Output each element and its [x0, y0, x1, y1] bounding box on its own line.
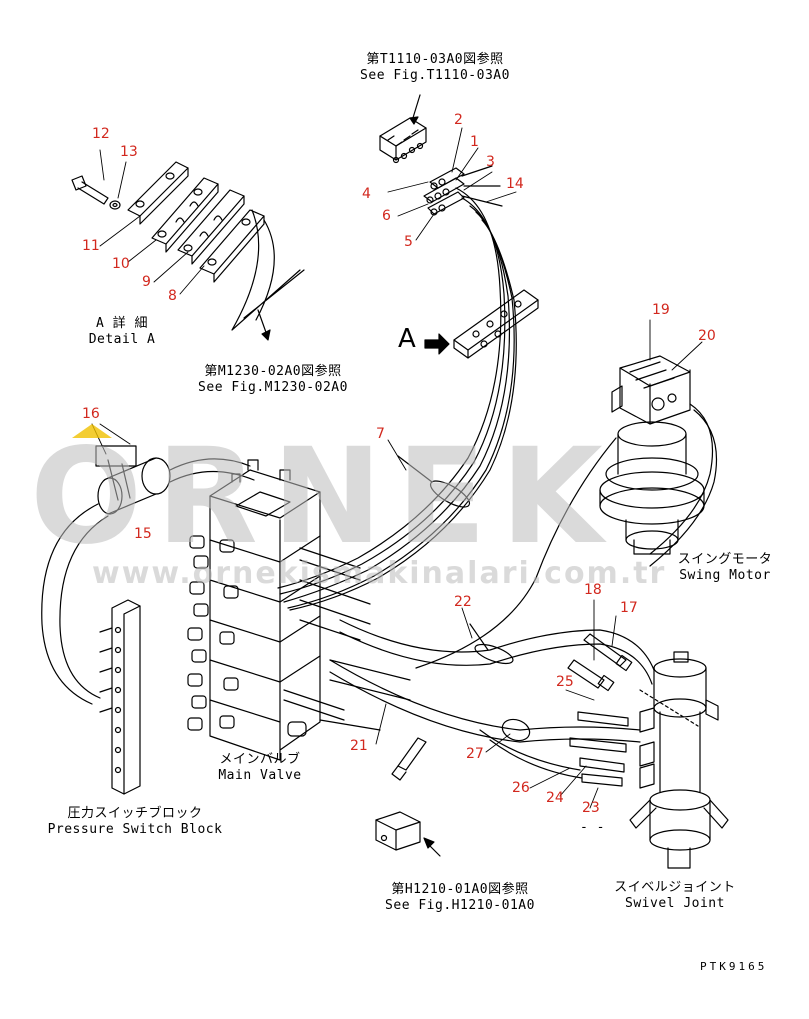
callout-10: 10	[112, 256, 130, 272]
ref-m1230-en: See Fig.M1230-02A0	[198, 380, 348, 395]
detail-a-parts	[71, 161, 305, 341]
callout-26: 26	[512, 780, 530, 796]
callout-16: 16	[82, 406, 100, 422]
callout-23: 23	[582, 800, 600, 816]
callout-11: 11	[82, 238, 100, 254]
watermark-accent-icon	[72, 424, 112, 438]
callout-27: 27	[466, 746, 484, 762]
main-valve-en: Main Valve	[218, 768, 302, 783]
main-valve	[187, 459, 411, 761]
callout-19: 19	[652, 302, 670, 318]
callout-13: 13	[120, 144, 138, 160]
drawing-code: PTK9165	[700, 960, 768, 973]
swivel-fittings	[567, 633, 633, 787]
swing-motor	[415, 355, 717, 669]
swivel-joint	[629, 651, 729, 869]
callout-8: 8	[168, 288, 177, 304]
ref-t1110-jp: 第T1110-03A0図参照	[366, 52, 504, 67]
pressure-switch-block	[99, 599, 141, 795]
swivel-joint-en: Swivel Joint	[625, 896, 725, 911]
view-arrow-a	[424, 333, 450, 355]
callout-21: 21	[350, 738, 368, 754]
swing-motor-en: Swing Motor	[679, 568, 771, 583]
main-valve-jp: メインバルブ	[219, 752, 301, 767]
callout-12: 12	[92, 126, 110, 142]
callout-24: 24	[546, 790, 564, 806]
callout-17: 17	[620, 600, 638, 616]
pressure-switch-block-jp: 圧力スイッチブロック	[67, 806, 203, 821]
pressure-switch-block-en: Pressure Switch Block	[47, 822, 223, 837]
view-marker-a: A	[398, 324, 416, 354]
swivel-joint-jp: スイベルジョイント	[614, 880, 736, 895]
hose-bundle-to-valve	[277, 187, 517, 611]
leader-lines	[91, 127, 703, 809]
bracket-h1210	[375, 737, 441, 857]
callout-20: 20	[698, 328, 716, 344]
watermark-url: www.ornekismakinalari.com.tr	[92, 556, 667, 591]
ref-t1110-en: See Fig.T1110-03A0	[360, 68, 510, 83]
ref-h1210-en: See Fig.H1210-01A0	[385, 898, 535, 913]
ref-h1210-jp: 第H1210-01A0図参照	[391, 882, 529, 897]
callout-1: 1	[470, 134, 479, 150]
clamp-plate-a	[453, 289, 539, 359]
ref-m1230-jp: 第M1230-02A0図参照	[204, 364, 342, 379]
detail-a-en: Detail A	[88, 332, 156, 347]
callout-14: 14	[506, 176, 524, 192]
callout-2: 2	[454, 112, 463, 128]
fittings-cluster	[423, 165, 503, 216]
callout-3: 3	[486, 154, 495, 170]
hose-clamp-27	[501, 718, 531, 742]
callout-6: 6	[382, 208, 391, 224]
hose-clamp-22	[469, 623, 514, 665]
swivel-hoses	[329, 619, 655, 779]
callout-4: 4	[362, 186, 371, 202]
callout-9: 9	[142, 274, 151, 290]
callout-25: 25	[556, 674, 574, 690]
pressure-line-upper	[41, 445, 255, 705]
swing-motor-jp: スイングモータ	[677, 552, 773, 567]
callout-15: 15	[134, 526, 152, 542]
callout-18: 18	[584, 582, 602, 598]
watermark-logo: ORNEK	[30, 420, 617, 574]
callout-5: 5	[404, 234, 413, 250]
callout-22: 22	[454, 594, 472, 610]
dash-marks: - -	[580, 820, 605, 835]
detail-a-jp: A 詳 細	[96, 316, 148, 331]
callout-7: 7	[376, 426, 385, 442]
hose-clamp-7	[397, 455, 471, 508]
connector-block-top	[379, 94, 427, 164]
